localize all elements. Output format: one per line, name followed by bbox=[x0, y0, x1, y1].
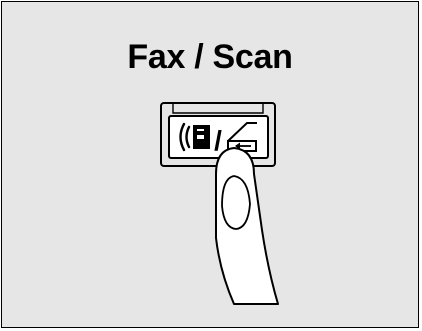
instruction-panel: Fax / Scan / bbox=[1, 1, 419, 328]
fax-scan-key-illustration: / bbox=[2, 2, 420, 329]
pointing-finger-icon bbox=[216, 148, 278, 304]
icon-separator: / bbox=[214, 125, 222, 156]
